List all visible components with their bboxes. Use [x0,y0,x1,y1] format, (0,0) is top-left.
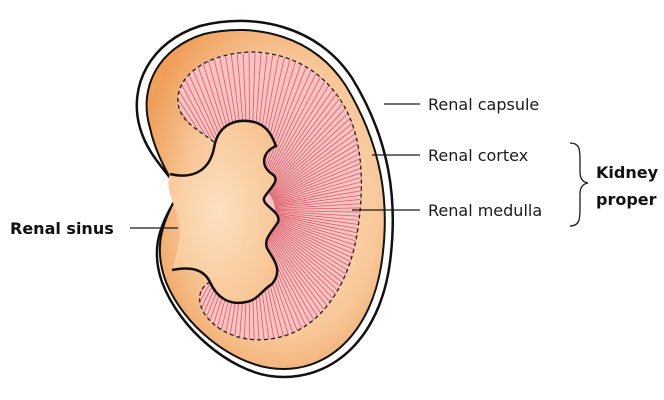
renal-cortex-label: Renal cortex [428,146,528,165]
renal-medulla-label: Renal medulla [428,201,542,220]
kidney-proper-label-line2: proper [596,190,657,209]
renal-capsule-label: Renal capsule [428,95,539,114]
kidney-proper-label-line1: Kidney [596,163,659,182]
kidney-proper-brace [570,143,588,226]
renal-sinus-label: Renal sinus [10,219,114,238]
